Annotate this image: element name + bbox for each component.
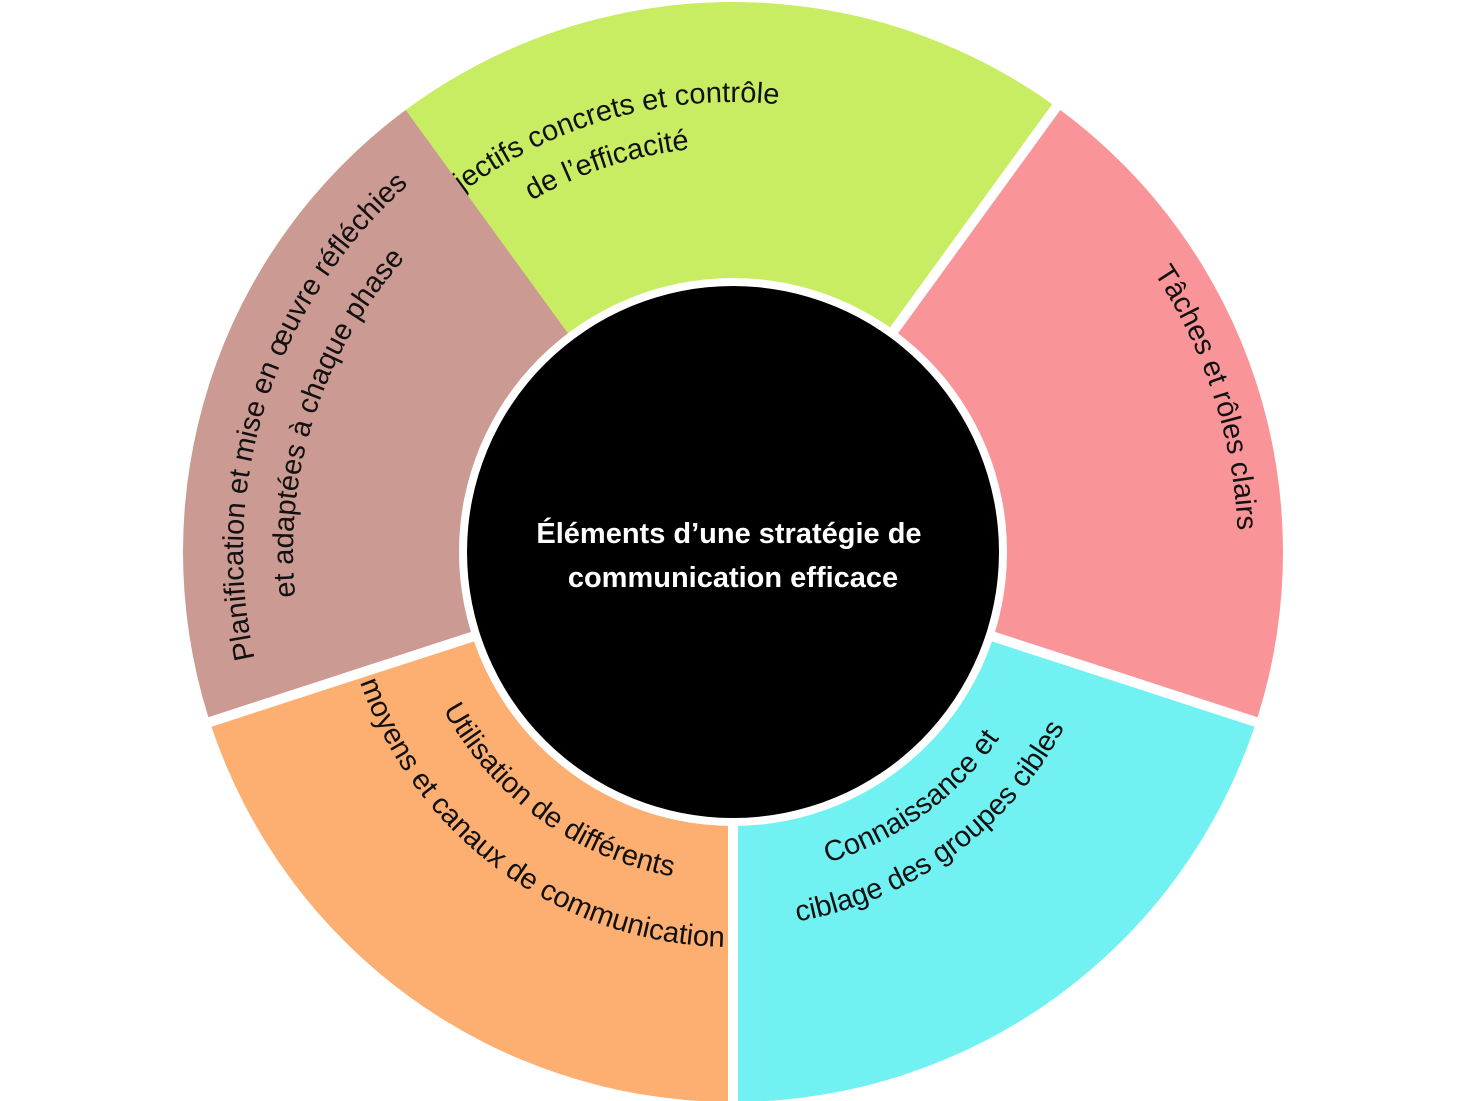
segment-planification-shape: [183, 109, 575, 718]
center-hub: Éléments d’une stratégie de communicatio…: [459, 278, 1007, 826]
segment-taches-shape: [891, 109, 1283, 718]
center-hub-title: Éléments d’une stratégie de communicatio…: [536, 516, 929, 594]
center-hub-line-1: Éléments d’une stratégie de: [536, 516, 921, 550]
segment-utilisation-shape: [211, 637, 728, 1101]
segment-taches: Tâches et rôles clairs: [891, 109, 1283, 718]
center-hub-disc: [467, 286, 999, 818]
center-hub-line-2: communication efficace: [568, 562, 898, 594]
segment-connaissance-shape: [738, 637, 1255, 1101]
